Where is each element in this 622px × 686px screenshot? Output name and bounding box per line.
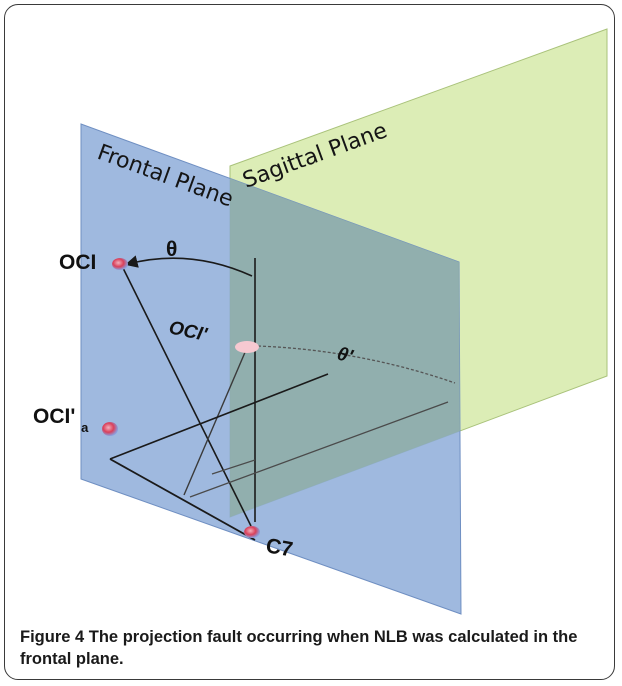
- oci-prime-a-subscript: a: [81, 420, 89, 435]
- c7-point: [244, 526, 260, 538]
- figure-caption-text: The projection fault occurring when NLB …: [20, 628, 578, 668]
- line-ociprime-to-base: [183, 349, 247, 496]
- theta-prime-label: θ': [335, 344, 356, 369]
- oci-prime-a-label: OCI' a: [33, 405, 89, 435]
- c7-label: C7: [264, 534, 294, 561]
- oci-prime-a-main: OCI': [33, 405, 75, 428]
- sagittal-base-line: [189, 401, 449, 498]
- frontal-base-line: [109, 458, 256, 541]
- oci-prime-a-point: [102, 422, 118, 436]
- frontal-diagonal-line: [109, 373, 329, 460]
- oci-point: [112, 258, 128, 270]
- theta-prime-arc: [257, 345, 456, 384]
- theta-label: θ: [166, 238, 177, 261]
- oci-prime-point: [235, 341, 259, 353]
- sagittal-inner-line: [211, 459, 256, 475]
- theta-arc: [124, 255, 253, 277]
- figure-caption-label: Figure 4: [20, 628, 85, 646]
- oci-label: OCI: [59, 251, 96, 274]
- figure-caption: Figure 4 The projection fault occurring …: [20, 626, 600, 670]
